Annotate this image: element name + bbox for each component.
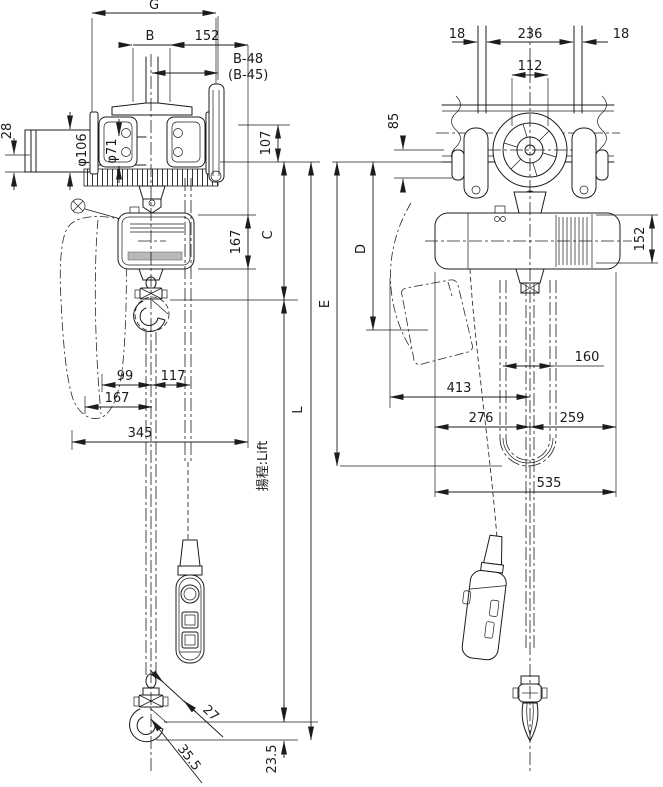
dim-160-label: 160 [575,350,600,365]
dim-D-label: D [354,244,369,254]
pendant-cable-boot [179,539,201,567]
trolley-wheel-right [166,116,206,168]
trolley-side [451,112,609,214]
hoist-body-side [425,205,632,294]
nameplate-band [127,251,183,261]
dim-535-label: 535 [537,476,562,491]
dim-B45-label: (B-45) [228,68,268,83]
dim-L-label: L [291,406,306,414]
pendant-controller-side [461,268,507,661]
dim-85-label: 85 [387,113,402,130]
dim-28-label: 28 [0,123,15,140]
bottom-hook-front [129,673,169,743]
trolley-side-plate-left [89,111,99,175]
suspension-lug [138,185,166,200]
dim-lift-label: 揚程:Lift [255,441,271,492]
dim-B48-label: B-48 [233,52,263,67]
pendant-up-button [181,611,199,629]
pendant-emergency-button [180,584,200,604]
side-view: 18 236 18 112 85 152 D E 160 [318,25,658,772]
dim-dia71-label: φ71 [105,138,120,163]
bag-hanger-ring [70,198,86,214]
bag-swing-envelope [390,202,412,350]
dim-112-label: 112 [518,59,543,74]
dim-259-label: 259 [560,411,585,426]
load-chain-side [525,283,535,650]
chain-container-bag-side [401,279,473,365]
pendant-body [175,574,205,664]
dim-276-label: 276 [469,411,494,426]
dim-355-label: 35.5 [174,742,204,774]
dim-413-label: 413 [447,381,472,396]
load-chain-front [145,332,157,676]
dim-152-label: 152 [195,29,220,44]
dim-345-label: 345 [128,426,153,441]
upper-hook [133,300,166,333]
dim-235-label: 23.5 [265,745,280,774]
dim-C-label: C [261,230,276,239]
hoist-body [117,206,195,270]
trolley [89,56,225,214]
suspension-rods [477,25,583,114]
dim-167h-label: 167 [105,391,130,406]
dim-B-label: B [146,29,155,44]
dim-27-label: 27 [199,702,221,724]
i-beam [111,102,193,116]
wheel-spokes [503,123,557,177]
pendant-controller-front [175,178,205,664]
dimensions-front: G B 152 B-48 (B-45) 28 φ106 φ71 107 [0,0,320,784]
dim-dia106-label: φ106 [75,133,90,166]
hook [129,708,164,743]
dim-18r-label: 18 [613,27,630,42]
dim-18l-label: 18 [449,27,466,42]
pendant-body-side [461,570,507,661]
anti-drop-bracket [208,83,225,183]
dim-117-label: 117 [161,369,186,384]
dim-107-label: 107 [259,131,274,156]
dim-236-label: 236 [518,27,543,42]
dimensions-side: 18 236 18 112 85 152 D E 160 [318,27,658,497]
break-line-left [451,95,461,167]
dim-99-label: 99 [117,369,134,384]
dim-167v-label: 167 [229,230,244,255]
dim-E-label: E [318,300,333,308]
pendant-down-button [181,631,199,649]
side-plate-left [463,127,489,199]
dim-G-label: G [149,0,159,13]
slack-chain-loop [499,280,557,467]
front-view: G B 152 B-48 (B-45) 28 φ106 φ71 107 [0,0,320,784]
dim-152r-label: 152 [633,227,648,252]
side-plate-right [571,127,597,199]
